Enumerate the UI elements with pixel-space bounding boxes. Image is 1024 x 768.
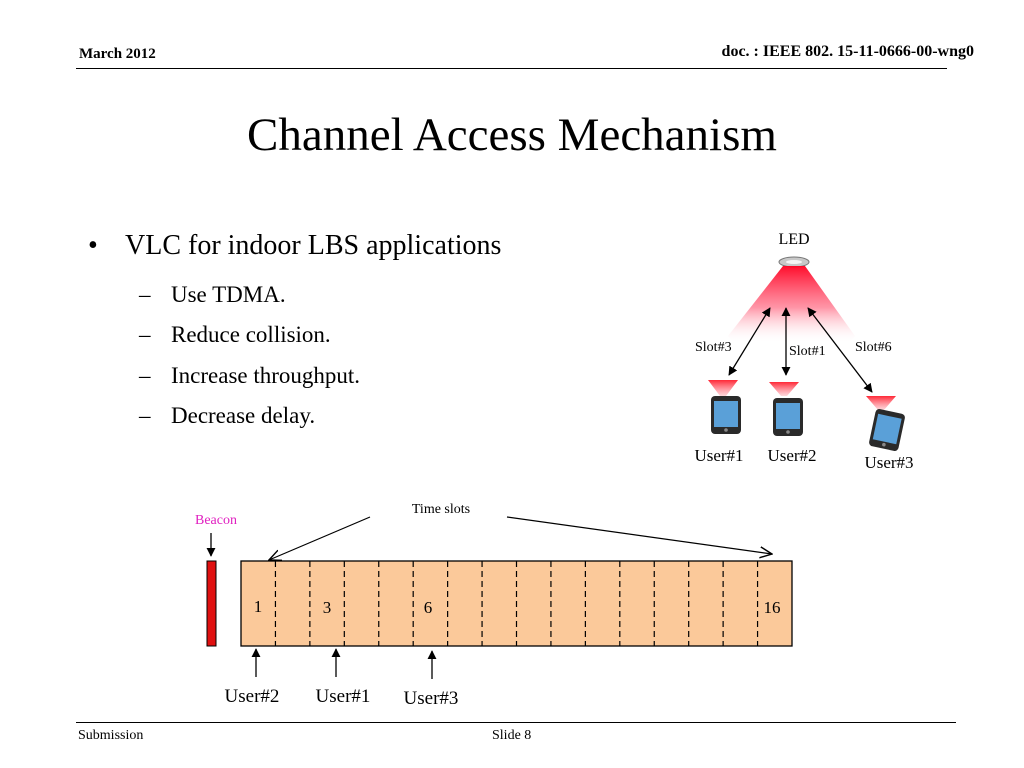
led-label: LED xyxy=(778,231,809,248)
slide-title: Channel Access Mechanism xyxy=(247,109,777,161)
beacon-label: Beacon xyxy=(195,513,237,528)
sub-bullet-text: Increase throughput. xyxy=(171,363,361,388)
frame-user-label: User#3 xyxy=(404,688,459,709)
time-slots-arrow-left xyxy=(269,516,371,560)
slot-number: 6 xyxy=(424,598,433,617)
time-slots-label: Time slots xyxy=(412,502,470,517)
sub-bullet: –Reduce collision. xyxy=(139,322,331,347)
led-icon xyxy=(778,256,810,268)
frame-user-label: User#2 xyxy=(225,686,280,707)
slot-label: Slot#6 xyxy=(855,340,892,355)
sub-bullet: –Increase throughput. xyxy=(139,363,361,388)
user-label: User#2 xyxy=(767,446,816,465)
footer-submission: Submission xyxy=(78,728,144,743)
sub-bullet: –Use TDMA. xyxy=(139,282,286,307)
phone-icon xyxy=(769,382,803,436)
footer-slide-number: Slide 8 xyxy=(492,728,532,743)
sub-bullet: –Decrease delay. xyxy=(139,403,316,428)
header-divider xyxy=(76,68,947,69)
beacon-block xyxy=(206,560,217,647)
led-diagram: LED Slot#3 Slot#1 Slot#6 xyxy=(694,231,913,472)
slot-number: 3 xyxy=(323,598,332,617)
phone-icon xyxy=(866,396,905,451)
sub-bullet-text: Reduce collision. xyxy=(171,322,331,347)
header-doc-id: doc. : IEEE 802. 15-11-0666-00-wng0 xyxy=(721,43,974,60)
frame-user-label: User#1 xyxy=(316,686,371,707)
footer-divider xyxy=(76,722,956,723)
slot3-arrow xyxy=(728,307,771,376)
user-label: User#3 xyxy=(864,453,913,472)
slot-label: Slot#3 xyxy=(695,340,732,355)
slot-dividers xyxy=(274,561,759,646)
slot-number: 1 xyxy=(254,597,263,616)
slot-number: 16 xyxy=(764,598,781,617)
slot6-arrow xyxy=(807,307,873,393)
header-date: March 2012 xyxy=(79,46,156,62)
slot-label: Slot#1 xyxy=(789,344,826,359)
user-label: User#1 xyxy=(694,446,743,465)
time-slots-arrow-right xyxy=(506,516,772,554)
bullet-main: • VLC for indoor LBS applications xyxy=(88,230,501,262)
led-light-beam xyxy=(728,266,855,342)
bullet-dot-icon: • xyxy=(88,230,98,261)
sub-bullet-text: Use TDMA. xyxy=(171,282,286,307)
phone-icon xyxy=(708,380,741,434)
tdma-frame-diagram: Time slots Beacon 1 3 6 16 User#2 User#1… xyxy=(195,502,793,709)
sub-bullet-text: Decrease delay. xyxy=(171,403,316,428)
bullet-main-text: VLC for indoor LBS applications xyxy=(125,230,502,261)
